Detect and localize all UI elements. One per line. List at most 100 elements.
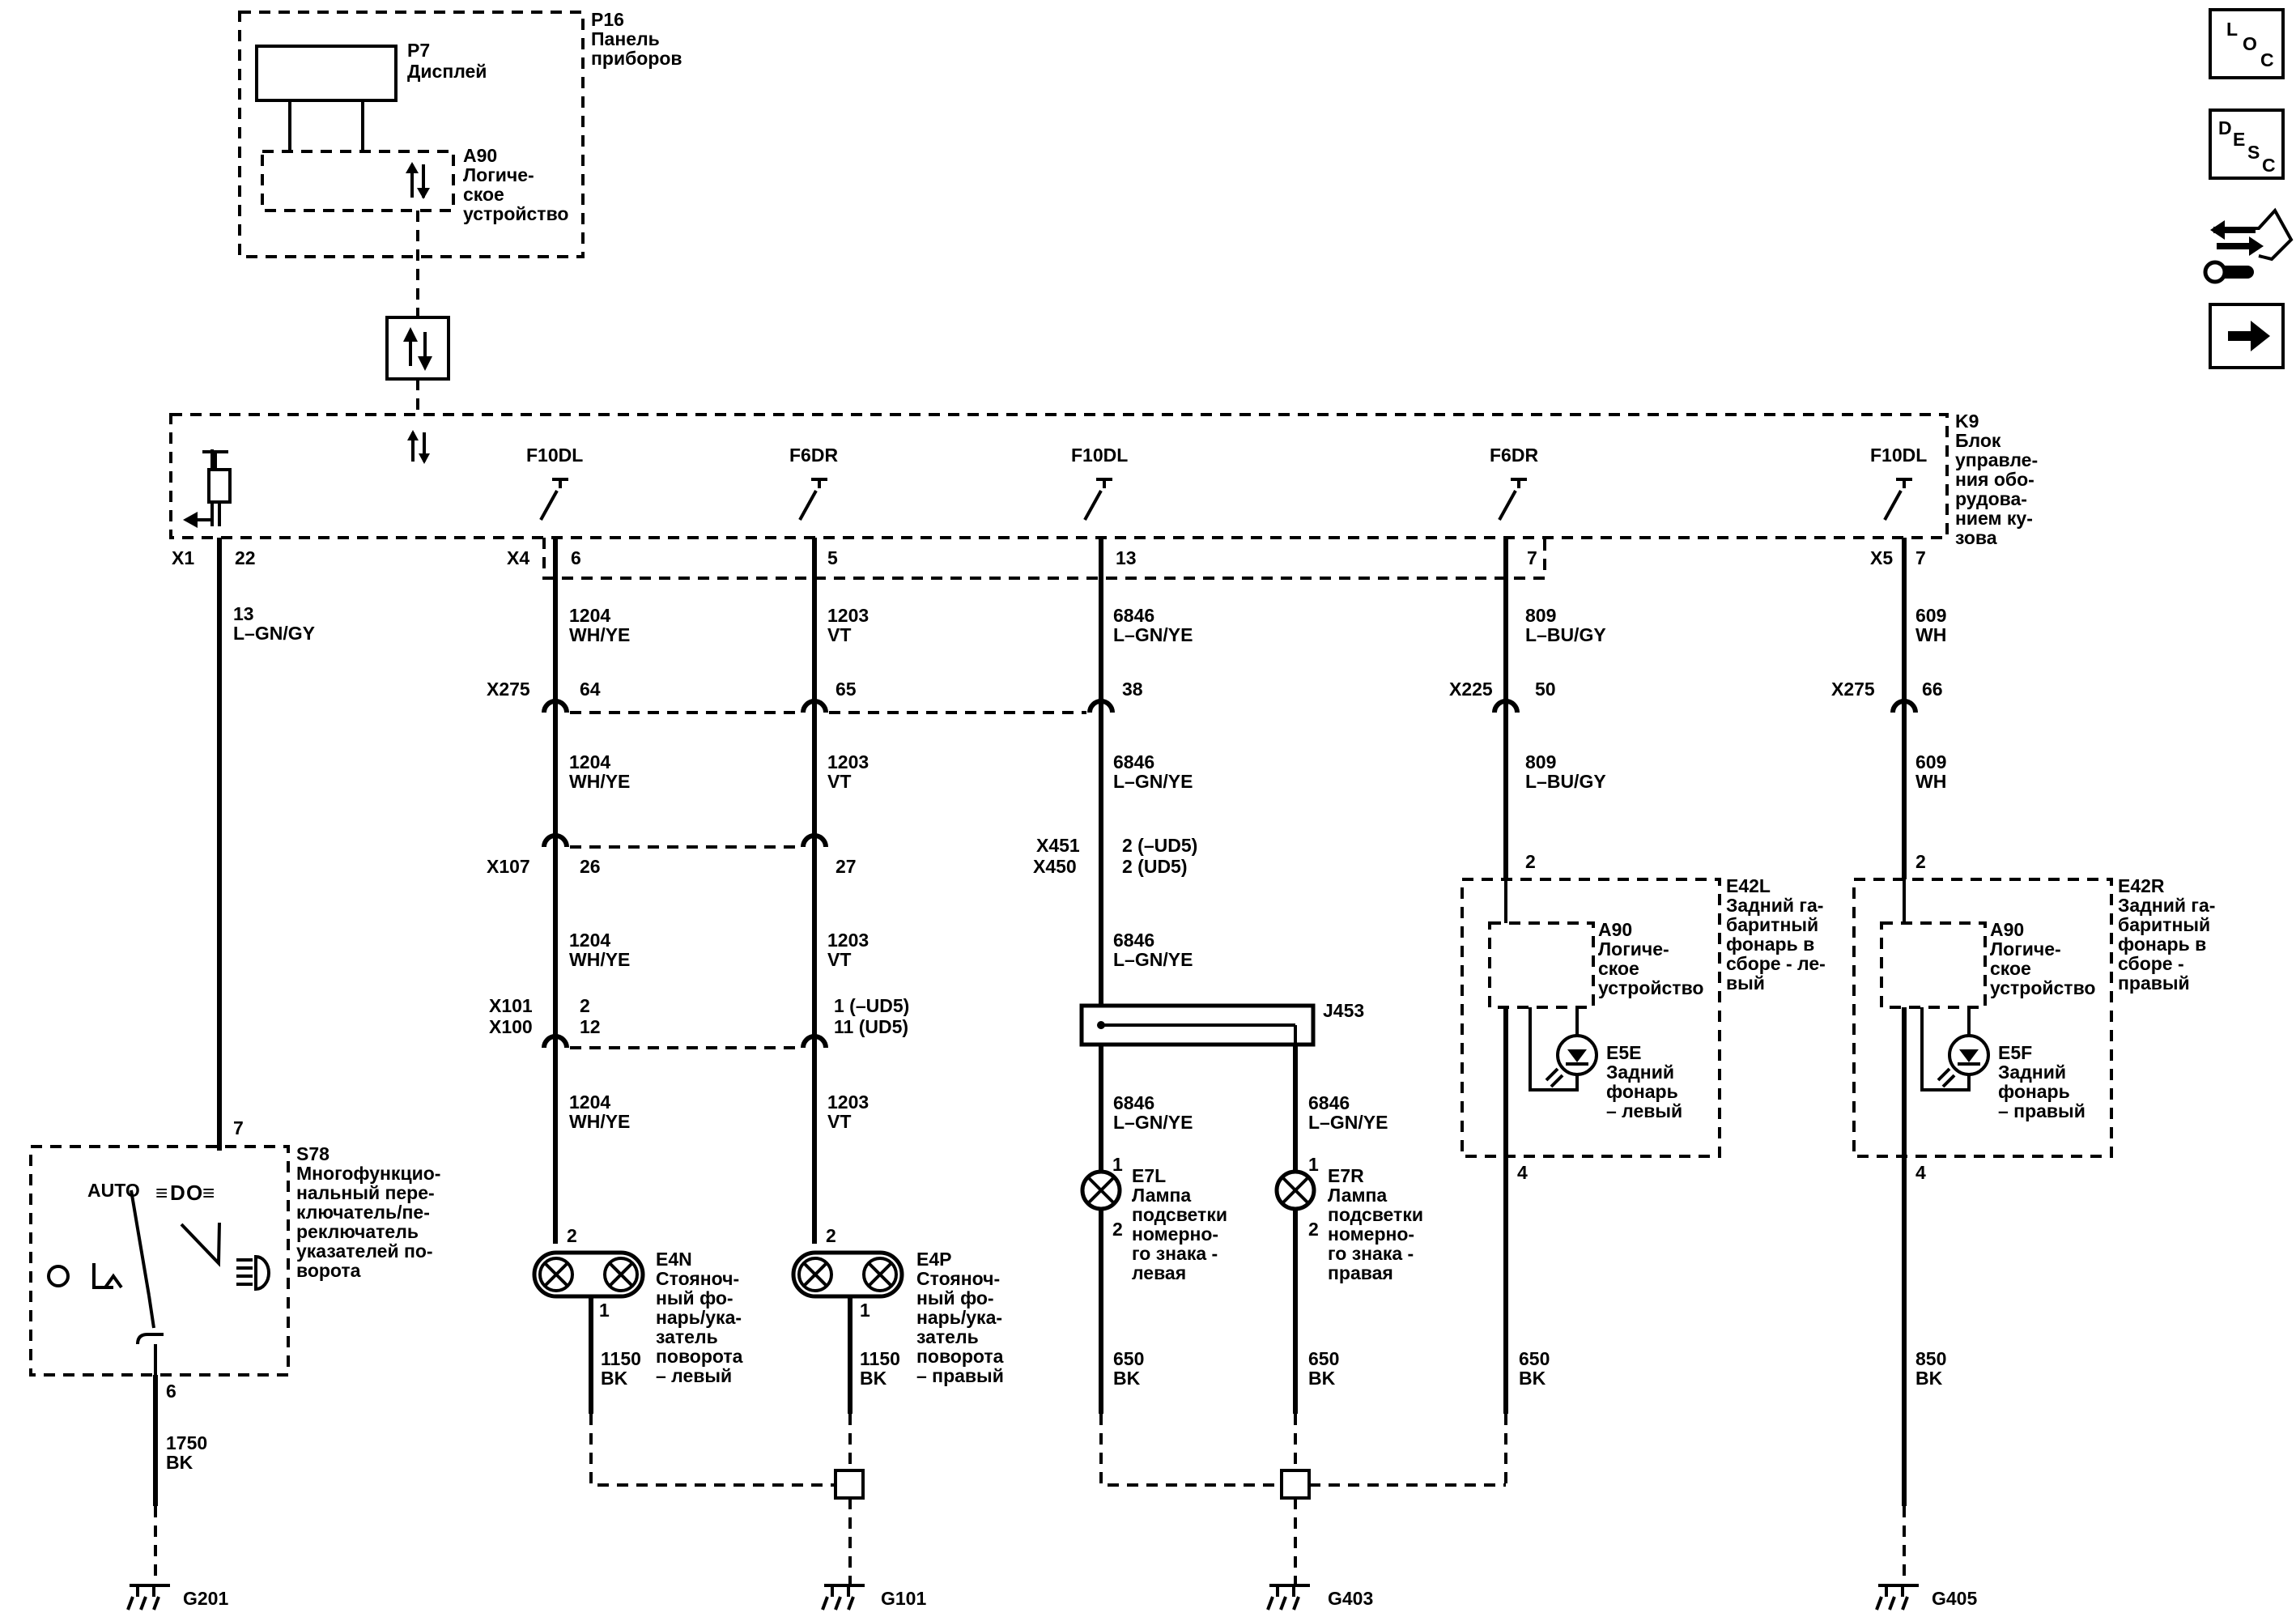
diagram-label: го знака - bbox=[1328, 1243, 1414, 1264]
diagram-label: ный фо- bbox=[656, 1287, 733, 1308]
diagram-label: X275 bbox=[1831, 679, 1875, 700]
diagram-label: ≡ bbox=[202, 1181, 215, 1205]
diagram-label: Логиче- bbox=[463, 164, 534, 185]
output-driver-f10dl-2: F10DL bbox=[1071, 445, 1128, 521]
circuit-1150-bk-left: 1150 BK bbox=[589, 1296, 834, 1487]
diagram-label: 7 bbox=[1527, 547, 1537, 568]
diagram-label: X1 bbox=[172, 547, 194, 568]
diagram-label: Логиче- bbox=[1598, 938, 1669, 960]
splice-g403 bbox=[1280, 1469, 1506, 1584]
diagram-label: 1203 bbox=[827, 930, 869, 951]
diagram-label: E42L bbox=[1726, 875, 1771, 896]
ground-g101: G101 bbox=[821, 1584, 926, 1611]
diagram-label: Панель bbox=[591, 28, 660, 49]
e42l-tail-lamp-assembly-left: E42L Задний га- баритный фонарь в сборе … bbox=[1461, 875, 1826, 1183]
diagram-label: C bbox=[2262, 155, 2276, 176]
circuit-850-bk: 850 BK bbox=[1902, 1156, 1946, 1584]
diagram-label: нальный пере- bbox=[296, 1182, 435, 1203]
connector-x275: X275 64 65 38 bbox=[487, 679, 1143, 714]
diagram-label: L–GN/YE bbox=[1113, 949, 1193, 970]
diagram-label: сборе - bbox=[2118, 953, 2184, 974]
diagram-label: Задний bbox=[1998, 1062, 2066, 1083]
diagram-label: BK bbox=[1308, 1368, 1336, 1389]
diagram-label: 7 bbox=[1915, 547, 1926, 568]
diagram-label: ≡ bbox=[155, 1181, 168, 1205]
diagram-label: 2 (–UD5) bbox=[1122, 835, 1197, 856]
diagram-label: 2 bbox=[826, 1225, 836, 1246]
diagram-label: устройство bbox=[463, 203, 568, 224]
diagram-label: WH/YE bbox=[569, 624, 630, 645]
diagram-label: 2 bbox=[1525, 851, 1536, 872]
output-driver-f10dl-1: F10DL bbox=[526, 445, 583, 521]
diagram-label: X225 bbox=[1449, 679, 1493, 700]
diagram-label: фонарь bbox=[1606, 1081, 1678, 1102]
diagram-label: S bbox=[2247, 142, 2260, 163]
diagram-label: 6846 bbox=[1113, 1092, 1154, 1113]
diagram-label: F6DR bbox=[789, 445, 838, 466]
diagram-label: 2 (UD5) bbox=[1122, 856, 1188, 877]
diagram-label: нарь/ука- bbox=[656, 1307, 742, 1328]
diagram-label: ворота bbox=[296, 1260, 361, 1281]
diagram-label: сборе - ле- bbox=[1726, 953, 1826, 974]
diagram-label: поворота bbox=[916, 1346, 1004, 1367]
wrench-hand-icon[interactable] bbox=[2203, 207, 2294, 284]
diagram-label: L–GN/YE bbox=[1113, 1112, 1193, 1133]
diagram-label: 1203 bbox=[827, 1091, 869, 1113]
headlamp-icon bbox=[236, 1254, 270, 1291]
diagram-label: X101 bbox=[489, 995, 533, 1016]
diagram-label: F10DL bbox=[1071, 445, 1128, 466]
diagram-label: Многофункцио- bbox=[296, 1163, 440, 1184]
p16-instrument-panel: P16 Панель приборов P7 Дисплей A90 Логич… bbox=[238, 9, 682, 317]
diagram-label: 7 bbox=[233, 1117, 244, 1138]
desc-button[interactable]: D E S C bbox=[2209, 109, 2285, 180]
data-exchange-icon bbox=[406, 162, 430, 199]
diagram-label: Блок bbox=[1955, 430, 2001, 451]
diagram-label: баритный bbox=[2118, 914, 2210, 935]
diagram-label: Стояноч- bbox=[656, 1268, 739, 1289]
diagram-label: 65 bbox=[835, 679, 857, 700]
off-position-icon bbox=[47, 1265, 70, 1287]
diagram-label: L–GN/YE bbox=[1308, 1112, 1388, 1133]
circuit-650-bk-e7l: 650 BK bbox=[1099, 1209, 1282, 1487]
diagram-label: 609 bbox=[1915, 751, 1946, 772]
diagram-label: G403 bbox=[1328, 1588, 1373, 1609]
diagram-label: 4 bbox=[1517, 1162, 1528, 1183]
diagram-label: 6846 bbox=[1113, 930, 1154, 951]
diagram-label: 1150 bbox=[601, 1348, 641, 1369]
diagram-label: 64 bbox=[580, 679, 601, 700]
diagram-label: 13 bbox=[1116, 547, 1137, 568]
e7l-license-lamp-left: E7L Лампа подсветки номерно- го знака - … bbox=[1080, 1165, 1227, 1283]
diagram-label: WH/YE bbox=[569, 1111, 630, 1132]
e7r-license-lamp-right: E7R Лампа подсветки номерно- го знака - … bbox=[1274, 1165, 1423, 1283]
diagram-label: L–GN/YE bbox=[1113, 771, 1193, 792]
diagram-label: поворота bbox=[656, 1346, 743, 1367]
diagram-label: 1150 bbox=[860, 1348, 900, 1369]
diagram-label: VT bbox=[827, 624, 851, 645]
diagram-label: G101 bbox=[881, 1588, 926, 1609]
diagram-label: 1204 bbox=[569, 751, 610, 772]
circuit-609-wh: 7 609 WH X275 66 609 WH 2 bbox=[1831, 538, 1946, 879]
diagram-label: O bbox=[186, 1181, 202, 1205]
diagram-label: E7L bbox=[1132, 1165, 1166, 1186]
loc-button[interactable]: L O C bbox=[2209, 8, 2285, 79]
diagram-label: WH/YE bbox=[569, 771, 630, 792]
arrow-right-icon[interactable] bbox=[2209, 303, 2285, 369]
diagram-label: подсветки bbox=[1328, 1204, 1423, 1225]
diagram-label: 2 bbox=[1308, 1219, 1319, 1240]
diagram-label: 5 bbox=[827, 547, 838, 568]
diagram-label: A90 bbox=[1598, 919, 1632, 940]
ground-g403: G403 bbox=[1266, 1584, 1373, 1611]
diagram-label: X275 bbox=[487, 679, 530, 700]
connector-x107: X107 26 27 bbox=[487, 833, 857, 877]
diagram-label: – левый bbox=[656, 1365, 732, 1386]
diagram-label: 2 bbox=[1915, 851, 1926, 872]
diagram-label: приборов bbox=[591, 48, 682, 69]
diagram-label: BK bbox=[860, 1368, 887, 1389]
diagram-label: 609 bbox=[1915, 605, 1946, 626]
splice-g101 bbox=[834, 1469, 865, 1584]
diagram-label: E4N bbox=[656, 1249, 692, 1270]
diagram-label: A90 bbox=[1990, 919, 2024, 940]
diagram-label: G201 bbox=[183, 1588, 228, 1609]
parking-light-icon: ≡ D O ≡ bbox=[155, 1181, 215, 1205]
diagram-label: фонарь bbox=[1998, 1081, 2070, 1102]
